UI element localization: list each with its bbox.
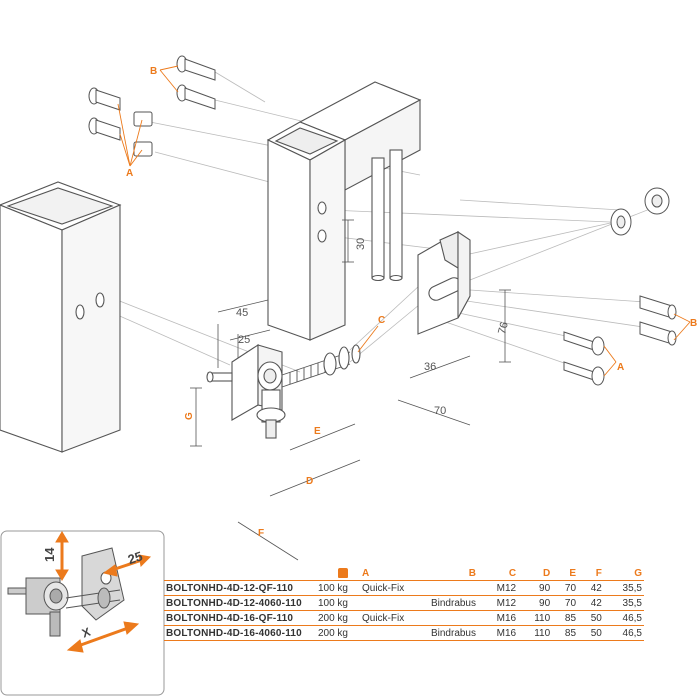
label-a-right: A xyxy=(617,362,624,373)
anchors-right xyxy=(639,295,677,346)
b-cell xyxy=(416,610,478,626)
washer-nut-parts xyxy=(610,187,670,236)
dim-70: 70 xyxy=(434,405,446,417)
header-g: G xyxy=(603,566,644,581)
table-row: BOLTONHD-4D-16-QF-110 200 kg Quick-Fix M… xyxy=(164,610,644,626)
e-cell: 70 xyxy=(552,580,579,596)
d-cell: 90 xyxy=(518,595,553,611)
bolts-right xyxy=(563,331,605,386)
gate-post-left xyxy=(0,181,122,453)
label-e: E xyxy=(314,426,321,437)
d-cell: 90 xyxy=(518,580,553,596)
upright-post xyxy=(266,81,422,341)
e-cell: 85 xyxy=(552,610,579,626)
spec-table-header: A B C D E F G xyxy=(164,566,644,581)
model-cell: BOLTONHD-4D-16-QF-110 xyxy=(164,610,310,626)
hinge-body xyxy=(206,343,361,439)
e-cell: 85 xyxy=(552,625,579,641)
f-cell: 42 xyxy=(578,580,604,596)
b-cell: Bindrabus xyxy=(416,625,478,641)
adjustment-inset: 14 25 X xyxy=(0,530,165,696)
quick-fix-anchors-top xyxy=(88,87,153,157)
a-cell xyxy=(350,625,416,641)
dim-76: 76 xyxy=(496,321,511,336)
mounting-bracket xyxy=(417,230,471,335)
f-cell: 50 xyxy=(578,610,604,626)
c-cell: M12 xyxy=(478,595,519,611)
label-f: F xyxy=(258,528,264,539)
c-cell: M12 xyxy=(478,580,519,596)
label-c: C xyxy=(378,315,385,326)
a-cell: Quick-Fix xyxy=(350,580,416,596)
label-a-top: A xyxy=(126,168,133,179)
dim-30: 30 xyxy=(355,238,367,250)
d-cell: 110 xyxy=(518,625,553,641)
g-cell: 46,5 xyxy=(603,625,644,641)
table-row: BOLTONHD-4D-16-4060-110 200 kg Bindrabus… xyxy=(164,625,644,641)
model-cell: BOLTONHD-4D-16-4060-110 xyxy=(164,625,310,641)
load-cell: 200 kg xyxy=(310,610,350,626)
dim-36: 36 xyxy=(424,361,436,373)
header-c: C xyxy=(478,566,519,581)
model-cell: BOLTONHD-4D-12-4060-110 xyxy=(164,595,310,611)
inset-vertical-value: 14 xyxy=(42,547,57,562)
label-b-right: B xyxy=(690,318,697,329)
model-cell: BOLTONHD-4D-12-QF-110 xyxy=(164,580,310,596)
header-load xyxy=(310,566,350,581)
f-cell: 50 xyxy=(578,625,604,641)
dim-45: 45 xyxy=(236,307,248,319)
g-cell: 35,5 xyxy=(603,580,644,596)
dim-25: 25 xyxy=(238,334,250,346)
a-cell: Quick-Fix xyxy=(350,610,416,626)
label-leaders xyxy=(117,65,691,377)
inset-lateral-value: 25 xyxy=(126,548,144,567)
load-cell: 100 kg xyxy=(310,580,350,596)
carriage-bolts-top xyxy=(176,55,216,110)
g-cell: 35,5 xyxy=(603,595,644,611)
a-cell xyxy=(350,595,416,611)
b-cell: Bindrabus xyxy=(416,595,478,611)
load-cell: 200 kg xyxy=(310,625,350,641)
label-d: D xyxy=(306,476,313,487)
load-cell: 100 kg xyxy=(310,595,350,611)
table-row: BOLTONHD-4D-12-QF-110 100 kg Quick-Fix M… xyxy=(164,580,644,596)
c-cell: M16 xyxy=(478,610,519,626)
table-row: BOLTONHD-4D-12-4060-110 100 kg Bindrabus… xyxy=(164,595,644,611)
e-cell: 70 xyxy=(552,595,579,611)
c-cell: M16 xyxy=(478,625,519,641)
header-f: F xyxy=(578,566,604,581)
d-cell: 110 xyxy=(518,610,553,626)
label-g: G xyxy=(184,412,195,420)
g-cell: 46,5 xyxy=(603,610,644,626)
weight-kg-icon xyxy=(338,567,348,578)
dimension-lines xyxy=(190,219,511,561)
spec-table: A B C D E F G BOLTONHD-4D-12-QF-110 100 … xyxy=(164,566,644,641)
header-b: B xyxy=(416,566,478,581)
header-d: D xyxy=(518,566,553,581)
f-cell: 42 xyxy=(578,595,604,611)
header-a: A xyxy=(350,566,416,581)
header-model xyxy=(164,566,310,581)
label-b-top: B xyxy=(150,66,157,77)
header-e: E xyxy=(552,566,579,581)
b-cell xyxy=(416,580,478,596)
